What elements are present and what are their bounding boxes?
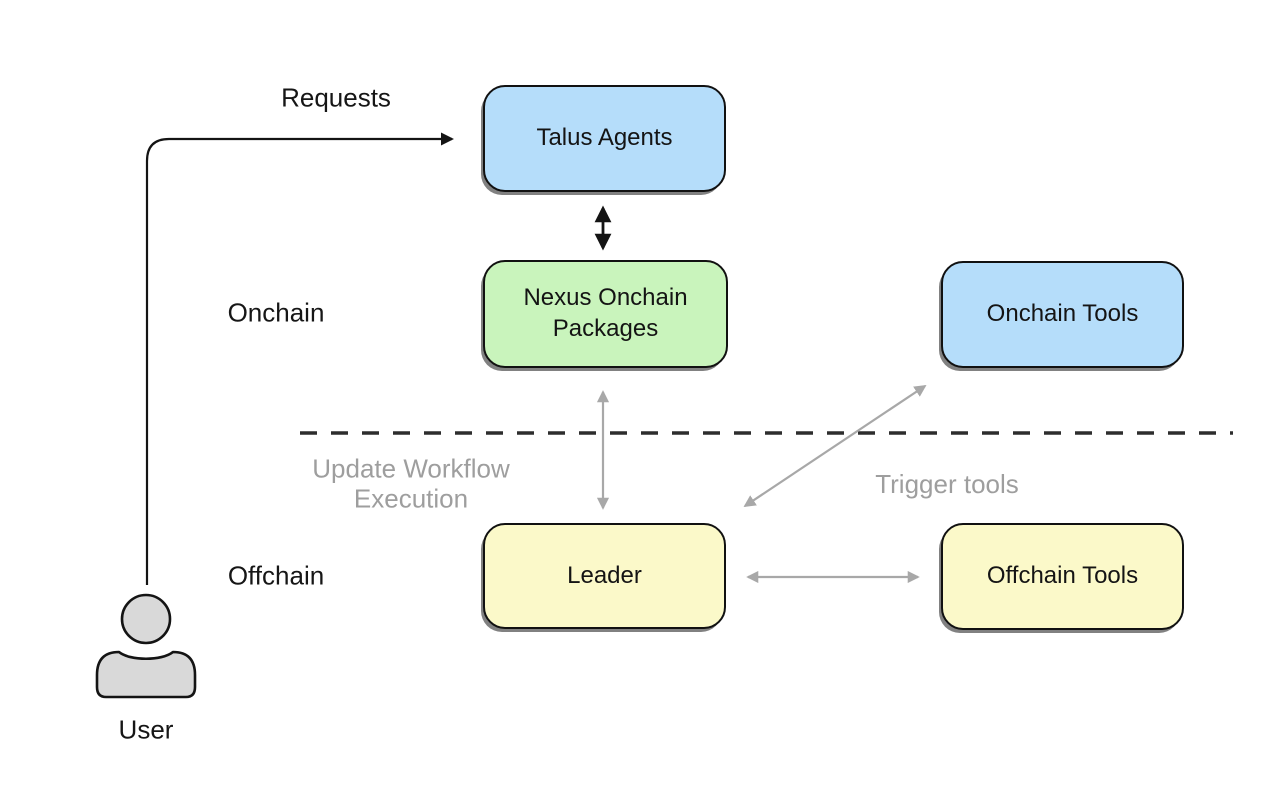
zone-label-onchain: Onchain: [227, 297, 325, 328]
node-offchain-tools-label: Offchain Tools: [986, 562, 1139, 590]
edge-leader-onchain-tools-bidirectional: [743, 384, 927, 508]
user-icon: [95, 593, 197, 699]
edge-label-trigger-tools: Trigger tools: [875, 468, 1019, 499]
node-offchain-tools[interactable]: Offchain Tools: [941, 523, 1184, 630]
node-talus-agents[interactable]: Talus Agents: [483, 85, 726, 192]
node-talus-agents-label: Talus Agents: [536, 124, 673, 152]
edge-label-update-workflow-execution: Update Workflow Execution: [312, 453, 510, 514]
node-leader[interactable]: Leader: [483, 523, 726, 629]
node-leader-label: Leader: [567, 561, 642, 589]
node-onchain-tools[interactable]: Onchain Tools: [941, 261, 1184, 368]
edge-user-to-talus-agents: [145, 132, 454, 585]
edge-label-requests: Requests: [281, 82, 391, 113]
node-nexus-onchain-packages[interactable]: Nexus Onchain Packages: [483, 260, 728, 368]
zone-label-offchain: Offchain: [227, 560, 325, 591]
user-label: User: [118, 714, 174, 745]
node-nexus-onchain-packages-label: Nexus Onchain Packages: [523, 284, 688, 342]
node-onchain-tools-label: Onchain Tools: [986, 300, 1139, 328]
